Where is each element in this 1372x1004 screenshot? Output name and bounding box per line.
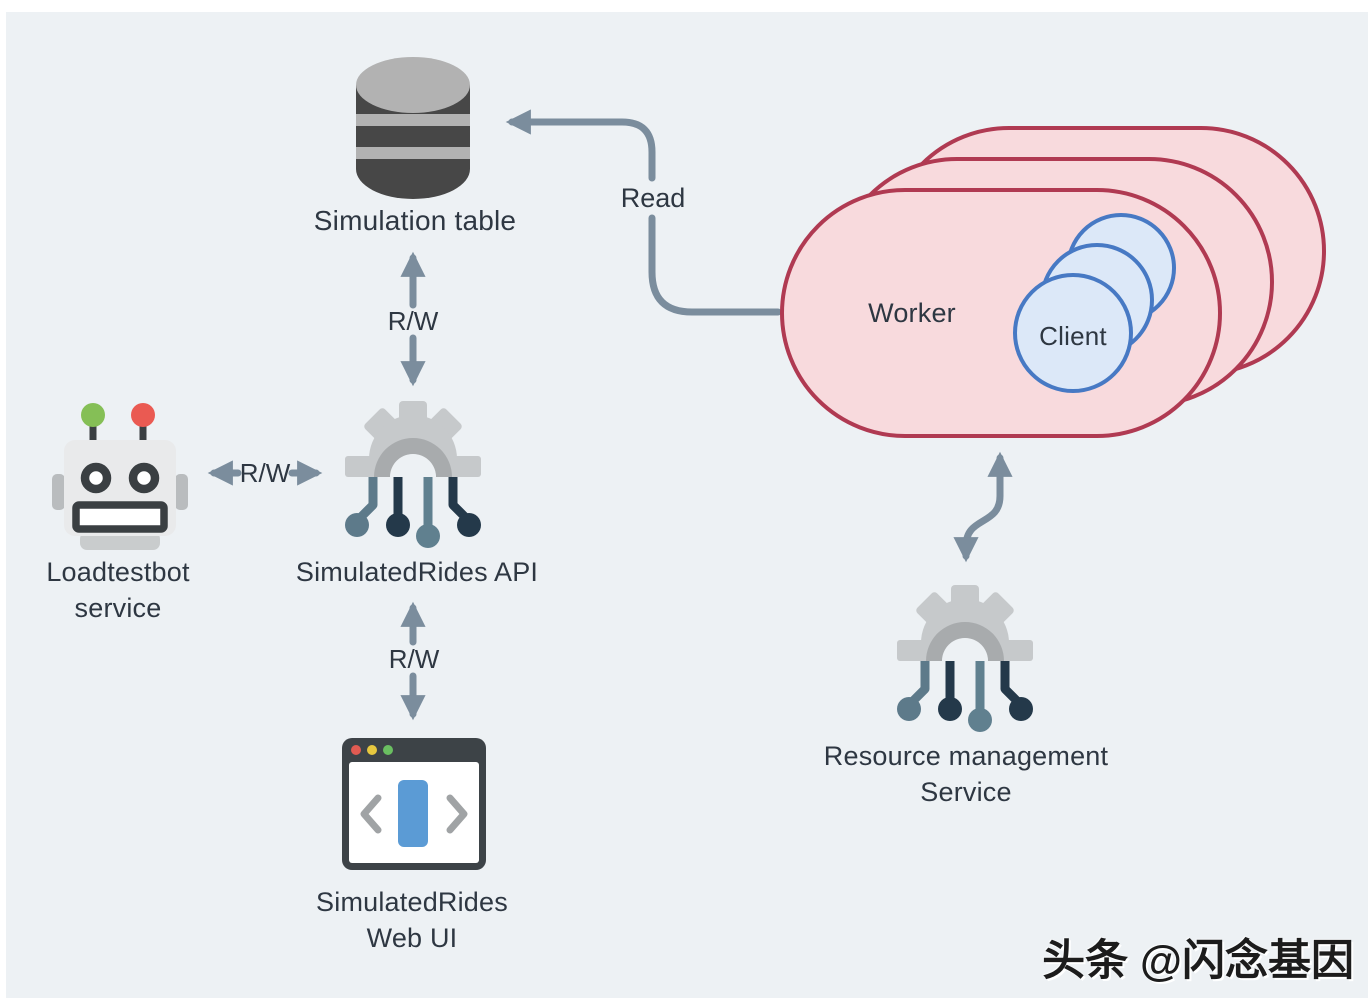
worker-label: Worker — [868, 298, 956, 328]
loadtestbot-label-line2: service — [74, 593, 162, 623]
browser-window-icon — [342, 738, 486, 870]
robot-icon — [52, 403, 188, 550]
watermark-text: 头条 @闪念基因 — [1042, 937, 1354, 985]
simulatedrides-webui-label-line1: SimulatedRides — [316, 887, 508, 917]
edge-label-rw-api-webui: R/W — [388, 644, 440, 674]
loadtestbot-label-line1: Loadtestbot — [46, 557, 190, 587]
client-circle-front — [1013, 273, 1133, 393]
edge-label-rw-db-api: R/W — [387, 306, 439, 336]
edge-label-read: Read — [620, 183, 686, 213]
client-label: Client — [1039, 321, 1107, 351]
edge-label-rw-bot-api: R/W — [239, 458, 291, 488]
edge-worker-db-upper — [505, 109, 656, 182]
edge-worker-resource — [953, 451, 1013, 563]
simulation-table-label: Simulation table — [313, 205, 517, 236]
gear-circuit-icon — [895, 585, 1035, 735]
database-icon — [356, 57, 470, 199]
edge-worker-db-lower — [648, 214, 782, 316]
resource-management-label-line2: Service — [920, 777, 1012, 807]
simulatedrides-webui-label-line2: Web UI — [366, 923, 458, 953]
gear-circuit-icon — [343, 401, 483, 551]
simulatedrides-api-label: SimulatedRides API — [295, 557, 539, 587]
resource-management-label-line1: Resource management — [823, 741, 1109, 771]
